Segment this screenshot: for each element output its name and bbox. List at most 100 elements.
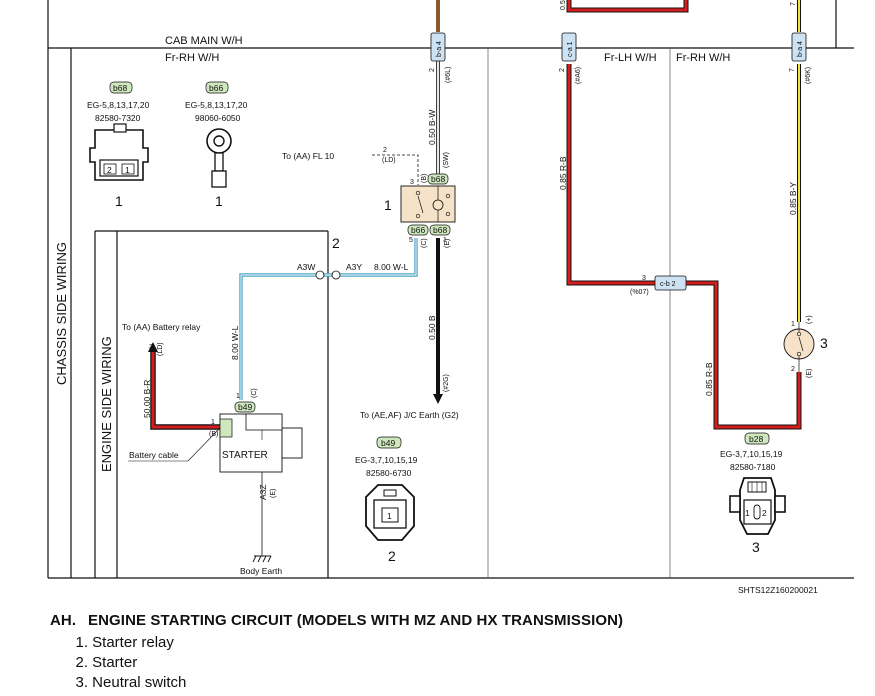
splice-label-a3y: A3Y [346, 262, 362, 272]
wire-label-5000br: 50.00 B-R [142, 380, 152, 418]
top-right-pin-label: 7 [790, 2, 797, 6]
cab-main-label: CAB MAIN W/H [165, 35, 243, 47]
svg-text:b49: b49 [238, 402, 252, 412]
neutral-e-code: (E) [806, 369, 813, 378]
battery-cable-pointer [187, 427, 221, 462]
relay-b-code: (B) [421, 174, 428, 183]
wire-rb-left [566, 64, 655, 286]
svg-text:b68: b68 [431, 174, 445, 184]
splice-label-a3w: A3W [297, 262, 315, 272]
wire-black-arrow [433, 394, 443, 404]
svg-text:1: 1 [745, 508, 750, 518]
fr-lh-label: Fr-LH W/H [604, 52, 657, 64]
svg-text:2: 2 [762, 508, 767, 518]
top-pin-label: 0.5 [560, 0, 567, 10]
connector-b68-relay-tag: b68 [427, 173, 449, 185]
engine-side-label: ENGINE SIDE WIRING [99, 336, 114, 472]
joint-ba4-left: b-a 4 2 (#6L) [429, 32, 452, 83]
svg-text:2: 2 [107, 165, 112, 175]
wire-br-arrow [148, 342, 158, 352]
svg-text:EG-3,7,10,15,19: EG-3,7,10,15,19 [720, 449, 783, 459]
wire-rb-right-fill [686, 281, 801, 429]
starter-c-code: (C) [251, 388, 258, 398]
wire-label-085rb-top: 0.85 R-B [558, 156, 568, 190]
starter-ld-code: (LD) [157, 342, 164, 356]
svg-text:c-a 1: c-a 1 [567, 41, 574, 57]
neutral-number: 3 [820, 335, 828, 351]
wire-label-085by: 0.85 B-Y [788, 182, 798, 215]
wire-rb-left-fill [567, 64, 655, 285]
svg-text:82580-7320: 82580-7320 [95, 113, 141, 123]
splice-a3w [315, 270, 325, 280]
connector-b28-detail: b28 EG-3,7,10,15,19 82580-7180 1 2 3 [720, 432, 786, 555]
starter-b-terminal [219, 418, 233, 438]
svg-text:b-a 4: b-a 4 [797, 41, 804, 57]
note-battery-cable: Battery cable [129, 450, 179, 460]
svg-text:(#6L): (#6L) [445, 67, 452, 83]
wire-ld-dashed [372, 154, 419, 185]
caption-item: 2. Starter [50, 653, 850, 673]
splice-label-a3z: A3Z [258, 484, 268, 500]
relay-sw-code: (SW) [443, 152, 450, 168]
svg-text:(#6K): (#6K) [805, 67, 812, 84]
relay-b-pin: 3 [410, 179, 414, 186]
caption-label: AH. [50, 612, 77, 629]
svg-text:3: 3 [752, 539, 760, 555]
caption-item-number: 3. [75, 674, 88, 691]
wire-wl-inner [240, 238, 417, 400]
splice-a3y [331, 270, 341, 280]
wire-label-050b: 0.50 B [427, 315, 437, 340]
joint-cb2: c-b 2 3 (%07) [630, 275, 687, 296]
wire-label-800wl-h: 8.00 W-L [374, 262, 409, 272]
svg-text:1: 1 [115, 193, 123, 209]
svg-text:EG-5,8,13,17,20: EG-5,8,13,17,20 [87, 100, 150, 110]
note-body-earth: Body Earth [240, 566, 282, 576]
starter-c-pin: 1 [236, 393, 240, 400]
svg-text:b28: b28 [749, 434, 763, 444]
svg-text:1: 1 [215, 193, 223, 209]
svg-text:98060-6050: 98060-6050 [195, 113, 241, 123]
caption-item-number: 2. [75, 654, 88, 671]
starter-number: 2 [332, 235, 340, 251]
connector-b66-relay-tag: b66 [407, 224, 429, 236]
starter-ld-pin: 3 [149, 344, 153, 351]
svg-text:2: 2 [388, 548, 396, 564]
svg-text:82580-7180: 82580-7180 [730, 462, 776, 472]
wire-label-050bw: 0.50 B-W [427, 110, 437, 145]
ld-code: (LD) [382, 157, 396, 164]
svg-text:EG-5,8,13,17,20: EG-5,8,13,17,20 [185, 100, 248, 110]
connector-b49-starter-tag: b49 [234, 401, 256, 413]
svg-text:7: 7 [789, 68, 796, 72]
neutral-e-pin: 2 [791, 366, 795, 373]
earth-symbol [252, 555, 272, 563]
note-to-battery-relay: To (AA) Battery relay [122, 322, 201, 332]
svg-text:b66: b66 [209, 83, 223, 93]
starter-relay [400, 185, 456, 223]
wire-rb-top-fill [567, 0, 688, 12]
relay-number: 1 [384, 197, 392, 213]
chassis-side-label: CHASSIS SIDE WIRING [54, 242, 69, 385]
starter-label: STARTER [222, 450, 268, 461]
relay-c-pin: 5 [409, 237, 413, 244]
svg-text:2: 2 [559, 68, 566, 72]
note-to-jc-earth: To (AE,AF) J/C Earth (G2) [360, 410, 459, 420]
caption-title-row: AH.ENGINE STARTING CIRCUIT (MODELS WITH … [50, 612, 850, 629]
connector-b66-detail: b66 EG-5,8,13,17,20 98060-6050 1 [185, 81, 248, 209]
caption-item: 3. Neutral switch [50, 673, 850, 693]
relay-e-pin: 1 [443, 237, 447, 244]
doc-code: SHTS12Z160200021 [738, 585, 818, 595]
neutral-plus-code: (+) [806, 315, 813, 324]
connector-b68-relay-tag-2: b68 [429, 224, 451, 236]
wire-rb-right [686, 280, 802, 430]
wire-br-fill [151, 348, 220, 429]
starter-e-code: (E) [270, 489, 277, 498]
joint-ba4-right: b-a 4 7 (#6K) [789, 32, 812, 84]
caption-item-text: Neutral switch [92, 674, 187, 691]
neutral-switch [783, 322, 815, 372]
caption-item-text: Starter relay [92, 634, 174, 651]
svg-text:c-b 2: c-b 2 [660, 281, 676, 288]
caption-item: 1. Starter relay [50, 633, 850, 653]
note-to-fl10: To (AA) FL 10 [282, 151, 334, 161]
svg-text:1: 1 [125, 165, 130, 175]
svg-text:3: 3 [642, 275, 646, 282]
